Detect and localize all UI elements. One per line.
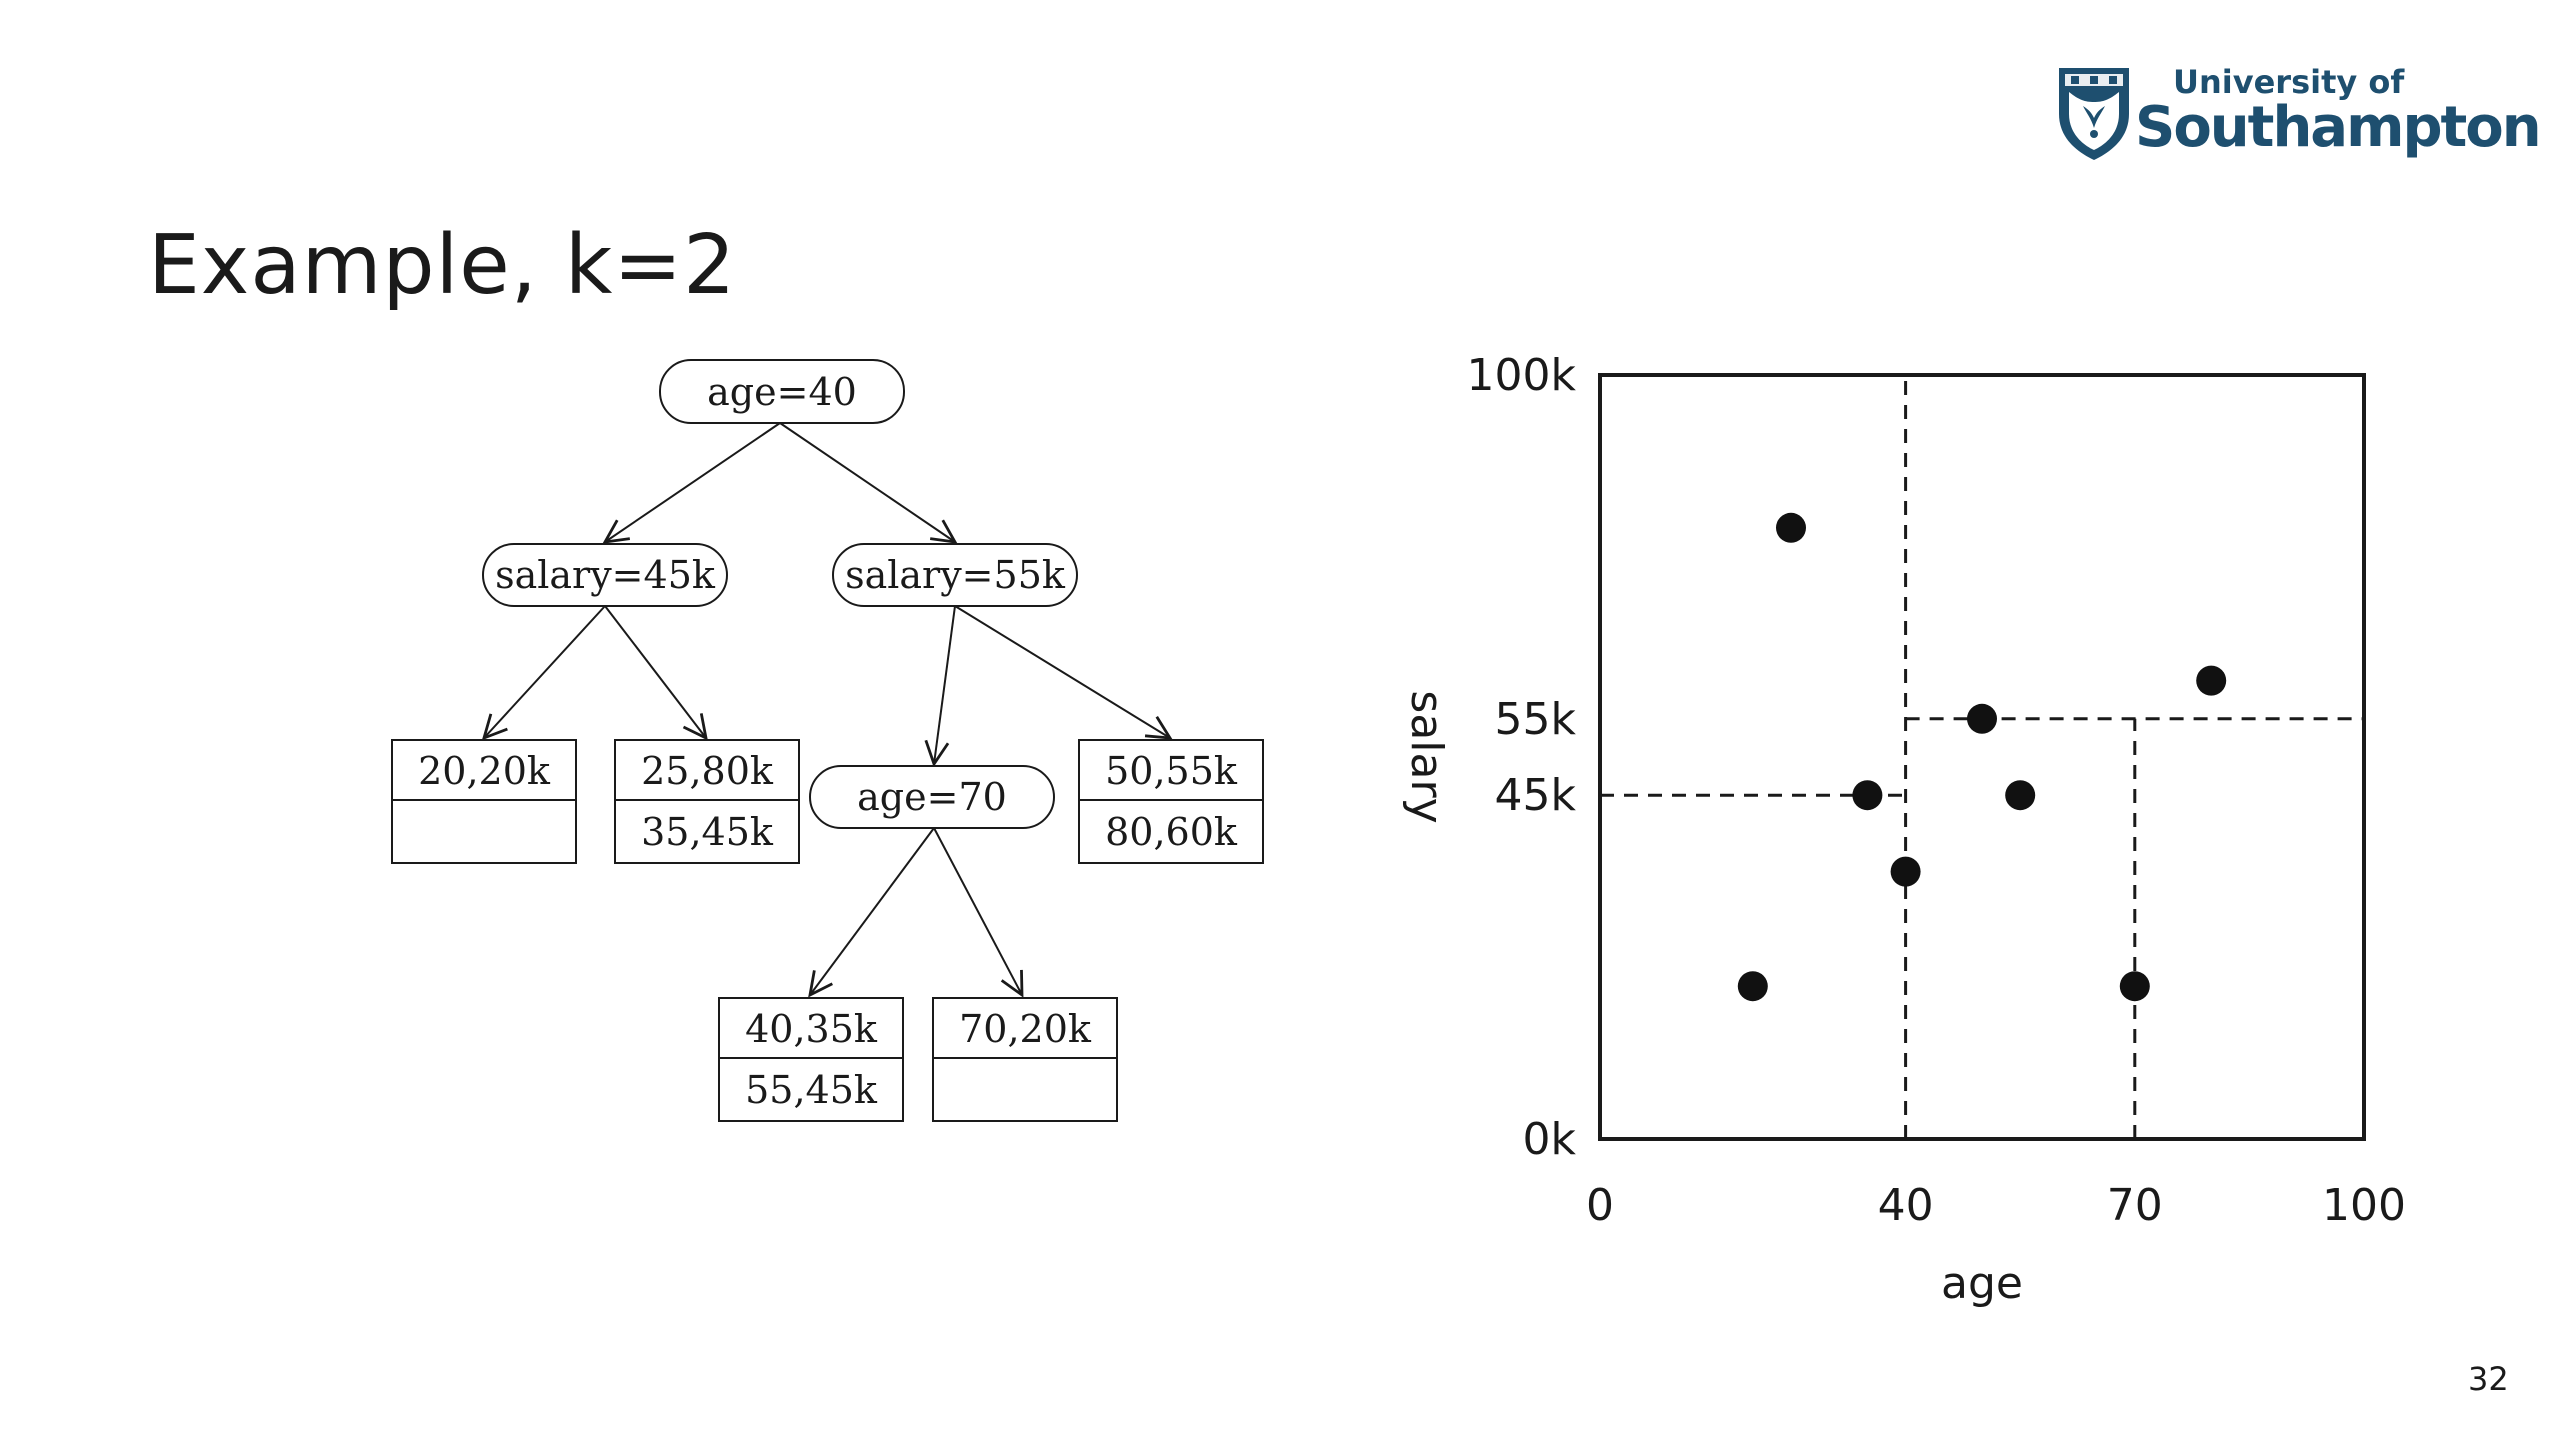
y-axis-label: salary	[1401, 690, 1452, 823]
tree-node-root-label: age=40	[707, 370, 857, 414]
x-axis-label: age	[1941, 1258, 2023, 1309]
data-point	[1967, 703, 1997, 734]
tree-node-left-split: salary=45k	[482, 543, 728, 607]
tree-leaf-e: 50,55k 80,60k	[1078, 739, 1264, 864]
tree-node-left-split-label: salary=45k	[495, 553, 716, 597]
tree-edge-root-right	[779, 422, 955, 542]
tree-edge-root-left	[605, 422, 781, 542]
data-point	[1852, 780, 1883, 811]
data-point	[1776, 512, 1806, 543]
tree-node-inner-split: age=70	[809, 765, 1055, 829]
y-tick-label: 0k	[1523, 1114, 1577, 1165]
logo-text-line1: University of	[2173, 63, 2405, 101]
tree-edge-inner-leaf-c	[810, 827, 935, 995]
tree-node-root: age=40	[659, 359, 905, 424]
tree-edge-inner-leaf-d	[933, 827, 1022, 995]
x-tick-label: 70	[2107, 1180, 2163, 1231]
decision-tree: age=40 salary=45k salary=55k age=70 20,2…	[391, 359, 1264, 1122]
data-point	[1890, 856, 1921, 887]
leaf-d-row-1: 70,20k	[959, 1007, 1092, 1051]
data-point	[1737, 971, 1768, 1002]
shield-icon	[2059, 68, 2129, 160]
tree-node-inner-split-label: age=70	[857, 775, 1007, 819]
tree-edge-left-leaf-a	[484, 605, 606, 738]
tree-edge-right-inner	[934, 605, 956, 764]
data-point	[2196, 665, 2227, 696]
logo-text-line2: Southampton	[2135, 95, 2542, 160]
tree-leaf-a: 20,20k	[391, 739, 577, 864]
page-number: 32	[2468, 1360, 2509, 1398]
university-logo: University of Southampton	[2055, 62, 2542, 167]
leaf-b-row-2: 35,45k	[641, 810, 774, 854]
leaf-b-row-1: 25,80k	[641, 749, 774, 793]
leaf-a-row-1: 20,20k	[418, 749, 551, 793]
leaf-c-row-1: 40,35k	[745, 1007, 878, 1051]
x-tick-label: 0	[1586, 1180, 1614, 1231]
tree-node-right-split: salary=55k	[832, 543, 1078, 607]
data-point	[2005, 780, 2036, 811]
tree-leaf-c: 40,35k 55,45k	[718, 997, 904, 1122]
tree-edge-right-leaf-e	[954, 605, 1170, 738]
leaf-e-row-2: 80,60k	[1105, 810, 1238, 854]
x-tick-label: 40	[1878, 1180, 1934, 1231]
slide-title: Example, k=2	[148, 218, 737, 313]
tree-leaf-b: 25,80k 35,45k	[614, 739, 800, 864]
plot-frame	[1598, 373, 2366, 1141]
x-tick-label: 100	[2322, 1180, 2406, 1231]
tree-node-right-split-label: salary=55k	[845, 553, 1066, 597]
tree-edge-left-leaf-b	[604, 605, 706, 738]
y-tick-label: 100k	[1467, 350, 1577, 401]
y-tick-label: 55k	[1495, 694, 1577, 745]
y-tick-label: 45k	[1495, 770, 1577, 821]
leaf-e-row-1: 50,55k	[1105, 749, 1238, 793]
leaf-c-row-2: 55,45k	[745, 1068, 878, 1112]
tree-leaf-d: 70,20k	[932, 997, 1118, 1122]
data-point	[2119, 971, 2150, 1002]
